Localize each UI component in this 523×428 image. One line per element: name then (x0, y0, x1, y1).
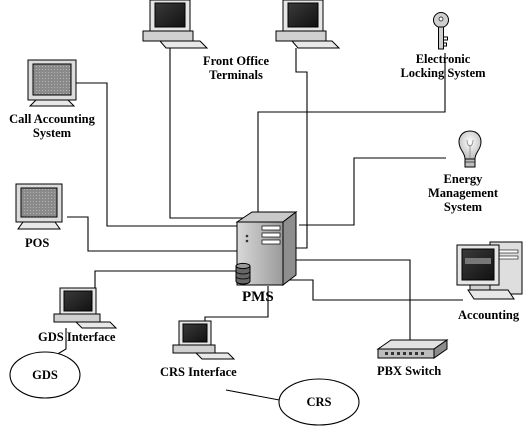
line-pbx (283, 259, 411, 340)
crs-node (278, 378, 360, 426)
pbx-switch-icon (376, 339, 449, 359)
energy-management-label: Energy Management System (420, 172, 506, 214)
line-crs (204, 286, 269, 322)
line-pos (67, 216, 240, 252)
call-accounting-label-line2: System (32, 126, 72, 140)
connection-lines (55, 48, 463, 406)
light-bulb-icon (458, 130, 482, 168)
line-gds (94, 270, 243, 288)
pms-label: PMS (242, 289, 274, 305)
database-icon (235, 262, 251, 285)
front-office-terminal-2-icon (275, 0, 341, 49)
gds-label: GDS (32, 368, 58, 382)
front-office-label-line1: Front Office (202, 54, 270, 68)
line-front-office-1 (169, 48, 243, 219)
line-locking-system (257, 53, 446, 212)
accounting-label: Accounting (458, 308, 520, 322)
energy-management-label-line3: System (443, 200, 483, 214)
call-accounting-monitor-icon (27, 59, 77, 107)
call-accounting-label-line1: Call Accounting (9, 112, 95, 126)
front-office-label: Front Office Terminals (192, 54, 280, 82)
pbx-switch-label: PBX Switch (377, 364, 442, 378)
crs-label: CRS (306, 395, 332, 409)
electronic-locking-label-line2: Locking System (400, 66, 486, 80)
line-energy-management (299, 157, 446, 226)
line-front-office-2 (288, 48, 308, 249)
crs-interface-computer-icon (172, 320, 236, 360)
front-office-label-line2: Terminals (209, 68, 263, 82)
pos-monitor-icon (15, 183, 63, 230)
energy-management-label-line1: Energy (443, 172, 483, 186)
energy-management-label-line2: Management (427, 186, 499, 200)
line-gds-node (55, 328, 67, 356)
crs-interface-label: CRS Interface (160, 365, 237, 379)
pos-label: POS (25, 236, 50, 250)
line-accounting (288, 279, 463, 301)
electronic-locking-label: Electronic Locking System (388, 52, 498, 80)
front-office-terminal-1-icon (142, 0, 209, 49)
electronic-locking-label-line1: Electronic (415, 52, 471, 66)
call-accounting-label: Call Accounting System (0, 112, 104, 140)
gds-node (9, 351, 81, 399)
accounting-computer-icon (456, 241, 523, 300)
gds-interface-computer-icon (53, 287, 118, 329)
line-call-accounting (75, 82, 243, 227)
key-icon (433, 12, 449, 50)
gds-interface-label: GDS Interface (38, 330, 116, 344)
